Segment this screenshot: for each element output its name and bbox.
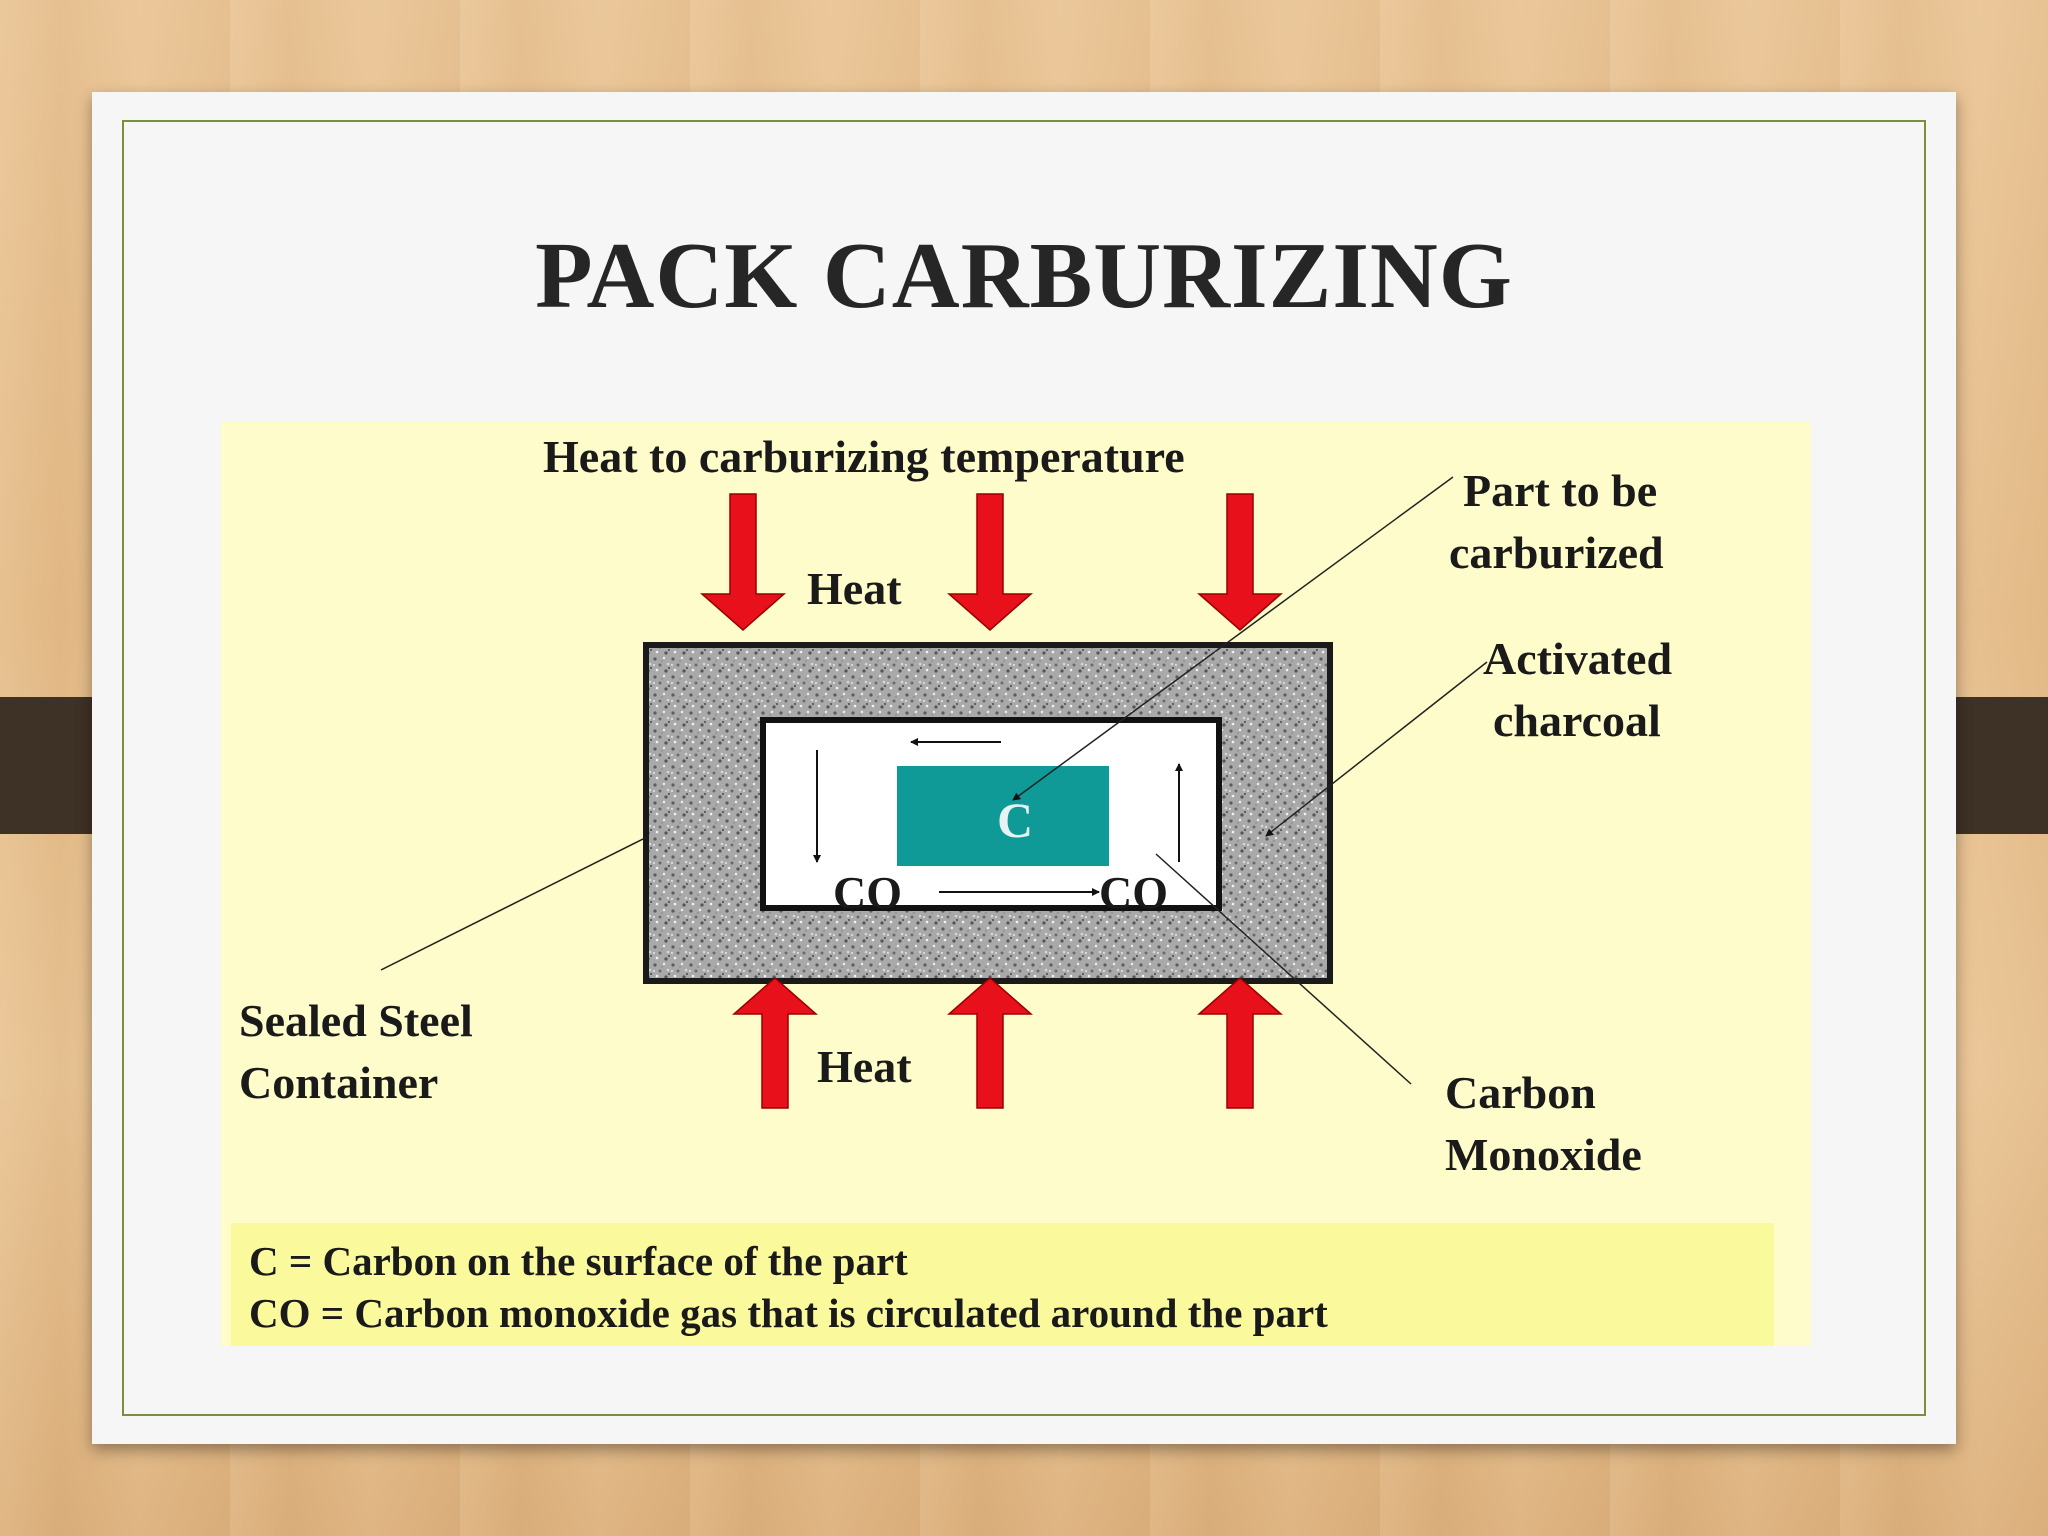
- heat-arrow-bottom-3: [1197, 977, 1283, 1109]
- slide-border: [122, 120, 1926, 1416]
- part-label-line2: carburized: [1449, 527, 1664, 578]
- heat-top-label: Heat: [807, 563, 902, 614]
- heat-arrow-bottom-1: [732, 977, 818, 1109]
- container-label-line2: Container: [239, 1057, 438, 1108]
- diagram-panel: C CO CO Heat to carburizing temperature …: [221, 422, 1811, 1346]
- co-left-label: CO: [833, 867, 902, 918]
- co-leader-line: [1155, 853, 1412, 1085]
- part-block: [897, 766, 1109, 866]
- heat-arrow-top-1: [700, 493, 786, 631]
- charcoal-label-line1: Activated: [1483, 633, 1672, 684]
- inner-cavity: [760, 717, 1222, 911]
- legend-line-co: CO = Carbon monoxide gas that is circula…: [249, 1290, 1328, 1336]
- co-right-label: CO: [1099, 867, 1168, 918]
- co-label-line2: Monoxide: [1445, 1129, 1642, 1180]
- slide-title: PACK CARBURIZING: [535, 224, 1513, 328]
- charcoal-leader-line: [1265, 661, 1488, 837]
- heat-bottom-label: Heat: [817, 1041, 912, 1092]
- legend-line-carbon: C = Carbon on the surface of the part: [249, 1238, 908, 1284]
- top-heat-label: Heat to carburizing temperature: [543, 431, 1185, 482]
- container-leader-line: [380, 837, 646, 971]
- part-label-line1: Part to be: [1463, 465, 1657, 516]
- container-label-line1: Sealed Steel: [239, 995, 473, 1046]
- heat-arrow-bottom-2: [947, 977, 1033, 1109]
- heat-arrow-top-3: [1197, 493, 1283, 631]
- charcoal-label-line2: charcoal: [1493, 695, 1661, 746]
- co-label-line1: Carbon: [1445, 1067, 1596, 1118]
- legend-box: C = Carbon on the surface of the part CO…: [231, 1223, 1774, 1346]
- pack-carburizing-diagram: C CO CO Heat to carburizing temperature …: [239, 431, 1672, 1180]
- part-symbol: C: [997, 792, 1033, 848]
- heat-arrow-top-2: [947, 493, 1033, 631]
- part-leader-line: [1012, 476, 1454, 801]
